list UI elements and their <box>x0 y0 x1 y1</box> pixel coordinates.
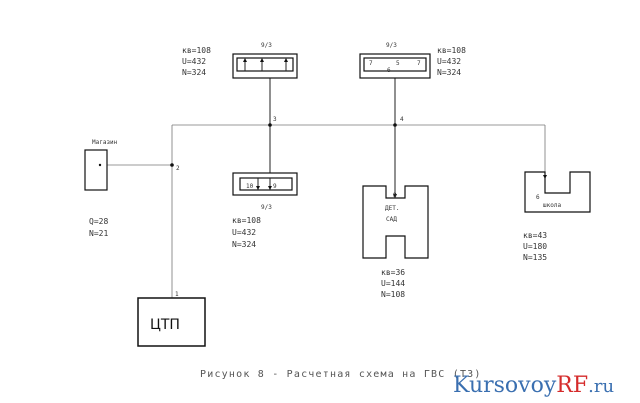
kindergarten-name-1: ДЕТ. <box>385 205 399 212</box>
building-mid-u: U=432 <box>232 228 256 237</box>
watermark-part3: .ru <box>588 376 614 397</box>
ctp-station: ЦТП <box>137 297 206 347</box>
magazine-n: N=21 <box>89 229 108 238</box>
building-mid: 10 9 9/3 кв=108 U=432 N=324 <box>232 172 298 249</box>
school-building: 6 школа кв=43 U=180 N=135 <box>523 171 591 262</box>
watermark-part2: RF <box>556 373 588 398</box>
school-kv: кв=43 <box>523 231 547 240</box>
kindergarten-node: 8 <box>393 192 397 199</box>
building-mid-n: N=324 <box>232 240 256 249</box>
building-top-right-inner-2: 5 <box>396 60 400 67</box>
building-top-right-inner-4: 7 <box>417 60 421 67</box>
ctp-label: ЦТП <box>150 317 180 333</box>
magazine-building: Магазин Q=28 N=21 <box>84 139 118 238</box>
school-n: N=135 <box>523 253 547 262</box>
school-u: U=180 <box>523 242 547 251</box>
node-4-label: 4 <box>400 116 404 123</box>
building-top-left-n: N=324 <box>182 68 206 77</box>
building-mid-label: 9/3 <box>261 204 272 211</box>
site-watermark-logo: KursovoyRF.ru <box>453 373 614 398</box>
school-name: школа <box>543 202 561 209</box>
kindergarten-u: U=144 <box>381 279 405 288</box>
building-top-right-u: U=432 <box>437 57 461 66</box>
building-mid-inner-1: 10 <box>246 183 254 190</box>
building-top-right-n: N=324 <box>437 68 461 77</box>
figure-caption: Рисунок 8 - Расчетная схема на ГВС (Т3) <box>200 369 482 380</box>
building-top-left-label: 9/3 <box>261 42 272 49</box>
building-top-right-label: 9/3 <box>386 42 397 49</box>
building-top-left-u: U=432 <box>182 57 206 66</box>
node-2-dot <box>170 163 174 167</box>
school-node: 6 <box>536 194 540 201</box>
node-4-dot <box>393 123 397 127</box>
magazine-q: Q=28 <box>89 217 108 226</box>
building-top-right-inner-1: 7 <box>369 60 373 67</box>
svg-text:KursovoyRF.ru: KursovoyRF.ru <box>453 373 614 398</box>
kindergarten-kv: кв=36 <box>381 268 405 277</box>
node-3-label: 3 <box>273 116 277 123</box>
watermark-part1: Kursovoy <box>453 373 557 398</box>
kindergarten-building: 8 ДЕТ. САД кв=36 U=144 N=108 <box>362 185 429 299</box>
building-top-right-kv: кв=108 <box>437 46 466 55</box>
building-top-right: 9/3 7 5 6 7 кв=108 U=432 N=324 <box>359 42 466 79</box>
building-top-left-kv: кв=108 <box>182 46 211 55</box>
building-mid-inner-2: 9 <box>273 183 277 190</box>
building-top-right-inner-3: 6 <box>387 67 391 74</box>
kindergarten-name-2: САД <box>386 216 397 223</box>
node-2-label: 2 <box>176 165 180 172</box>
node-1-label: 1 <box>175 291 179 298</box>
kindergarten-n: N=108 <box>381 290 405 299</box>
node-3-dot <box>268 123 272 127</box>
magazine-name: Магазин <box>92 139 118 146</box>
building-mid-kv: кв=108 <box>232 216 261 225</box>
building-top-left: 9/3 кв=108 U=432 N=324 <box>182 42 298 79</box>
